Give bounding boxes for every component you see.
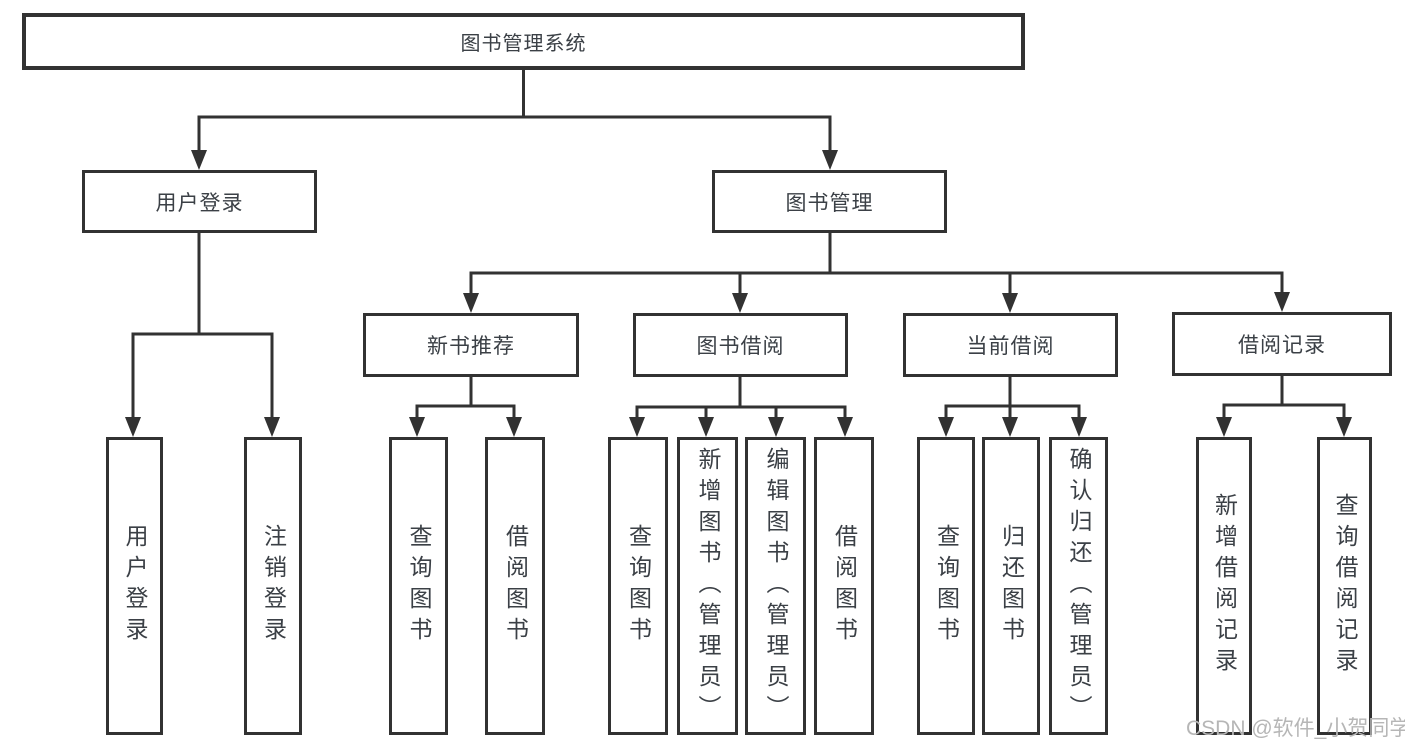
node-current-borrow: 当前借阅 — [903, 313, 1118, 377]
leaf-query-books-current-label: 查询图书 — [933, 524, 960, 648]
leaf-user-login: 用户登录 — [106, 437, 163, 735]
connector-newbook-split — [415, 377, 516, 423]
leaf-return-book-label: 归还图书 — [998, 524, 1025, 648]
connector-borrowmod-split — [635, 377, 847, 423]
leaf-confirm-return-admin: 确认归还（管理员） — [1049, 437, 1108, 735]
node-borrow-records: 借阅记录 — [1172, 312, 1392, 376]
arrowheads — [125, 150, 1352, 437]
leaf-user-login-label: 用户登录 — [122, 524, 148, 648]
node-new-book-recommend: 新书推荐 — [363, 313, 579, 377]
connector-records-split — [1222, 376, 1346, 423]
node-user-login: 用户登录 — [82, 170, 317, 233]
leaf-return-book: 归还图书 — [982, 437, 1040, 735]
node-book-borrow: 图书借阅 — [633, 313, 848, 377]
node-current-borrow-label: 当前借阅 — [966, 335, 1055, 358]
leaf-borrow-books-recommend-label: 借阅图书 — [502, 524, 529, 648]
leaf-add-book-admin: 新增图书（管理员） — [677, 437, 738, 735]
node-root: 图书管理系统 — [22, 13, 1025, 70]
leaf-add-borrow-record-label: 新增借阅记录 — [1211, 493, 1238, 679]
node-user-login-label: 用户登录 — [155, 191, 244, 215]
leaf-query-borrow-record-label: 查询借阅记录 — [1332, 493, 1358, 679]
leaf-query-borrow-record: 查询借阅记录 — [1317, 437, 1372, 735]
node-root-label: 图书管理系统 — [460, 33, 587, 55]
leaf-query-books-current: 查询图书 — [917, 437, 975, 735]
leaf-logout-label: 注销登录 — [260, 524, 287, 648]
node-book-management: 图书管理 — [712, 170, 947, 233]
leaf-borrow-books: 借阅图书 — [814, 437, 874, 735]
node-borrow-records-label: 借阅记录 — [1238, 334, 1326, 357]
connector-bookmgmt-split — [469, 233, 1284, 299]
csdn-watermark: CSDN @软件_小贺同学 — [1186, 717, 1405, 740]
leaf-add-borrow-record: 新增借阅记录 — [1196, 437, 1252, 735]
leaf-query-books-recommend-label: 查询图书 — [406, 524, 432, 648]
connector-root-split — [197, 70, 832, 156]
leaf-query-books-borrow: 查询图书 — [608, 437, 668, 735]
connector-userlogin-split — [131, 233, 274, 423]
leaf-add-book-admin-label: 新增图书（管理员） — [695, 446, 721, 726]
leaf-borrow-books-label: 借阅图书 — [831, 524, 858, 648]
node-new-book-recommend-label: 新书推荐 — [427, 335, 515, 358]
leaf-query-books-borrow-label: 查询图书 — [625, 524, 652, 648]
node-book-borrow-label: 图书借阅 — [696, 335, 785, 358]
leaf-edit-book-admin-label: 编辑图书（管理员） — [763, 446, 789, 726]
leaf-edit-book-admin: 编辑图书（管理员） — [745, 437, 806, 735]
leaf-confirm-return-admin-label: 确认归还（管理员） — [1066, 446, 1092, 726]
leaf-query-books-recommend: 查询图书 — [389, 437, 448, 735]
leaf-logout: 注销登录 — [244, 437, 302, 735]
node-book-management-label: 图书管理 — [785, 191, 874, 215]
leaf-borrow-books-recommend: 借阅图书 — [485, 437, 545, 735]
connector-currentborrow-split — [944, 377, 1081, 423]
